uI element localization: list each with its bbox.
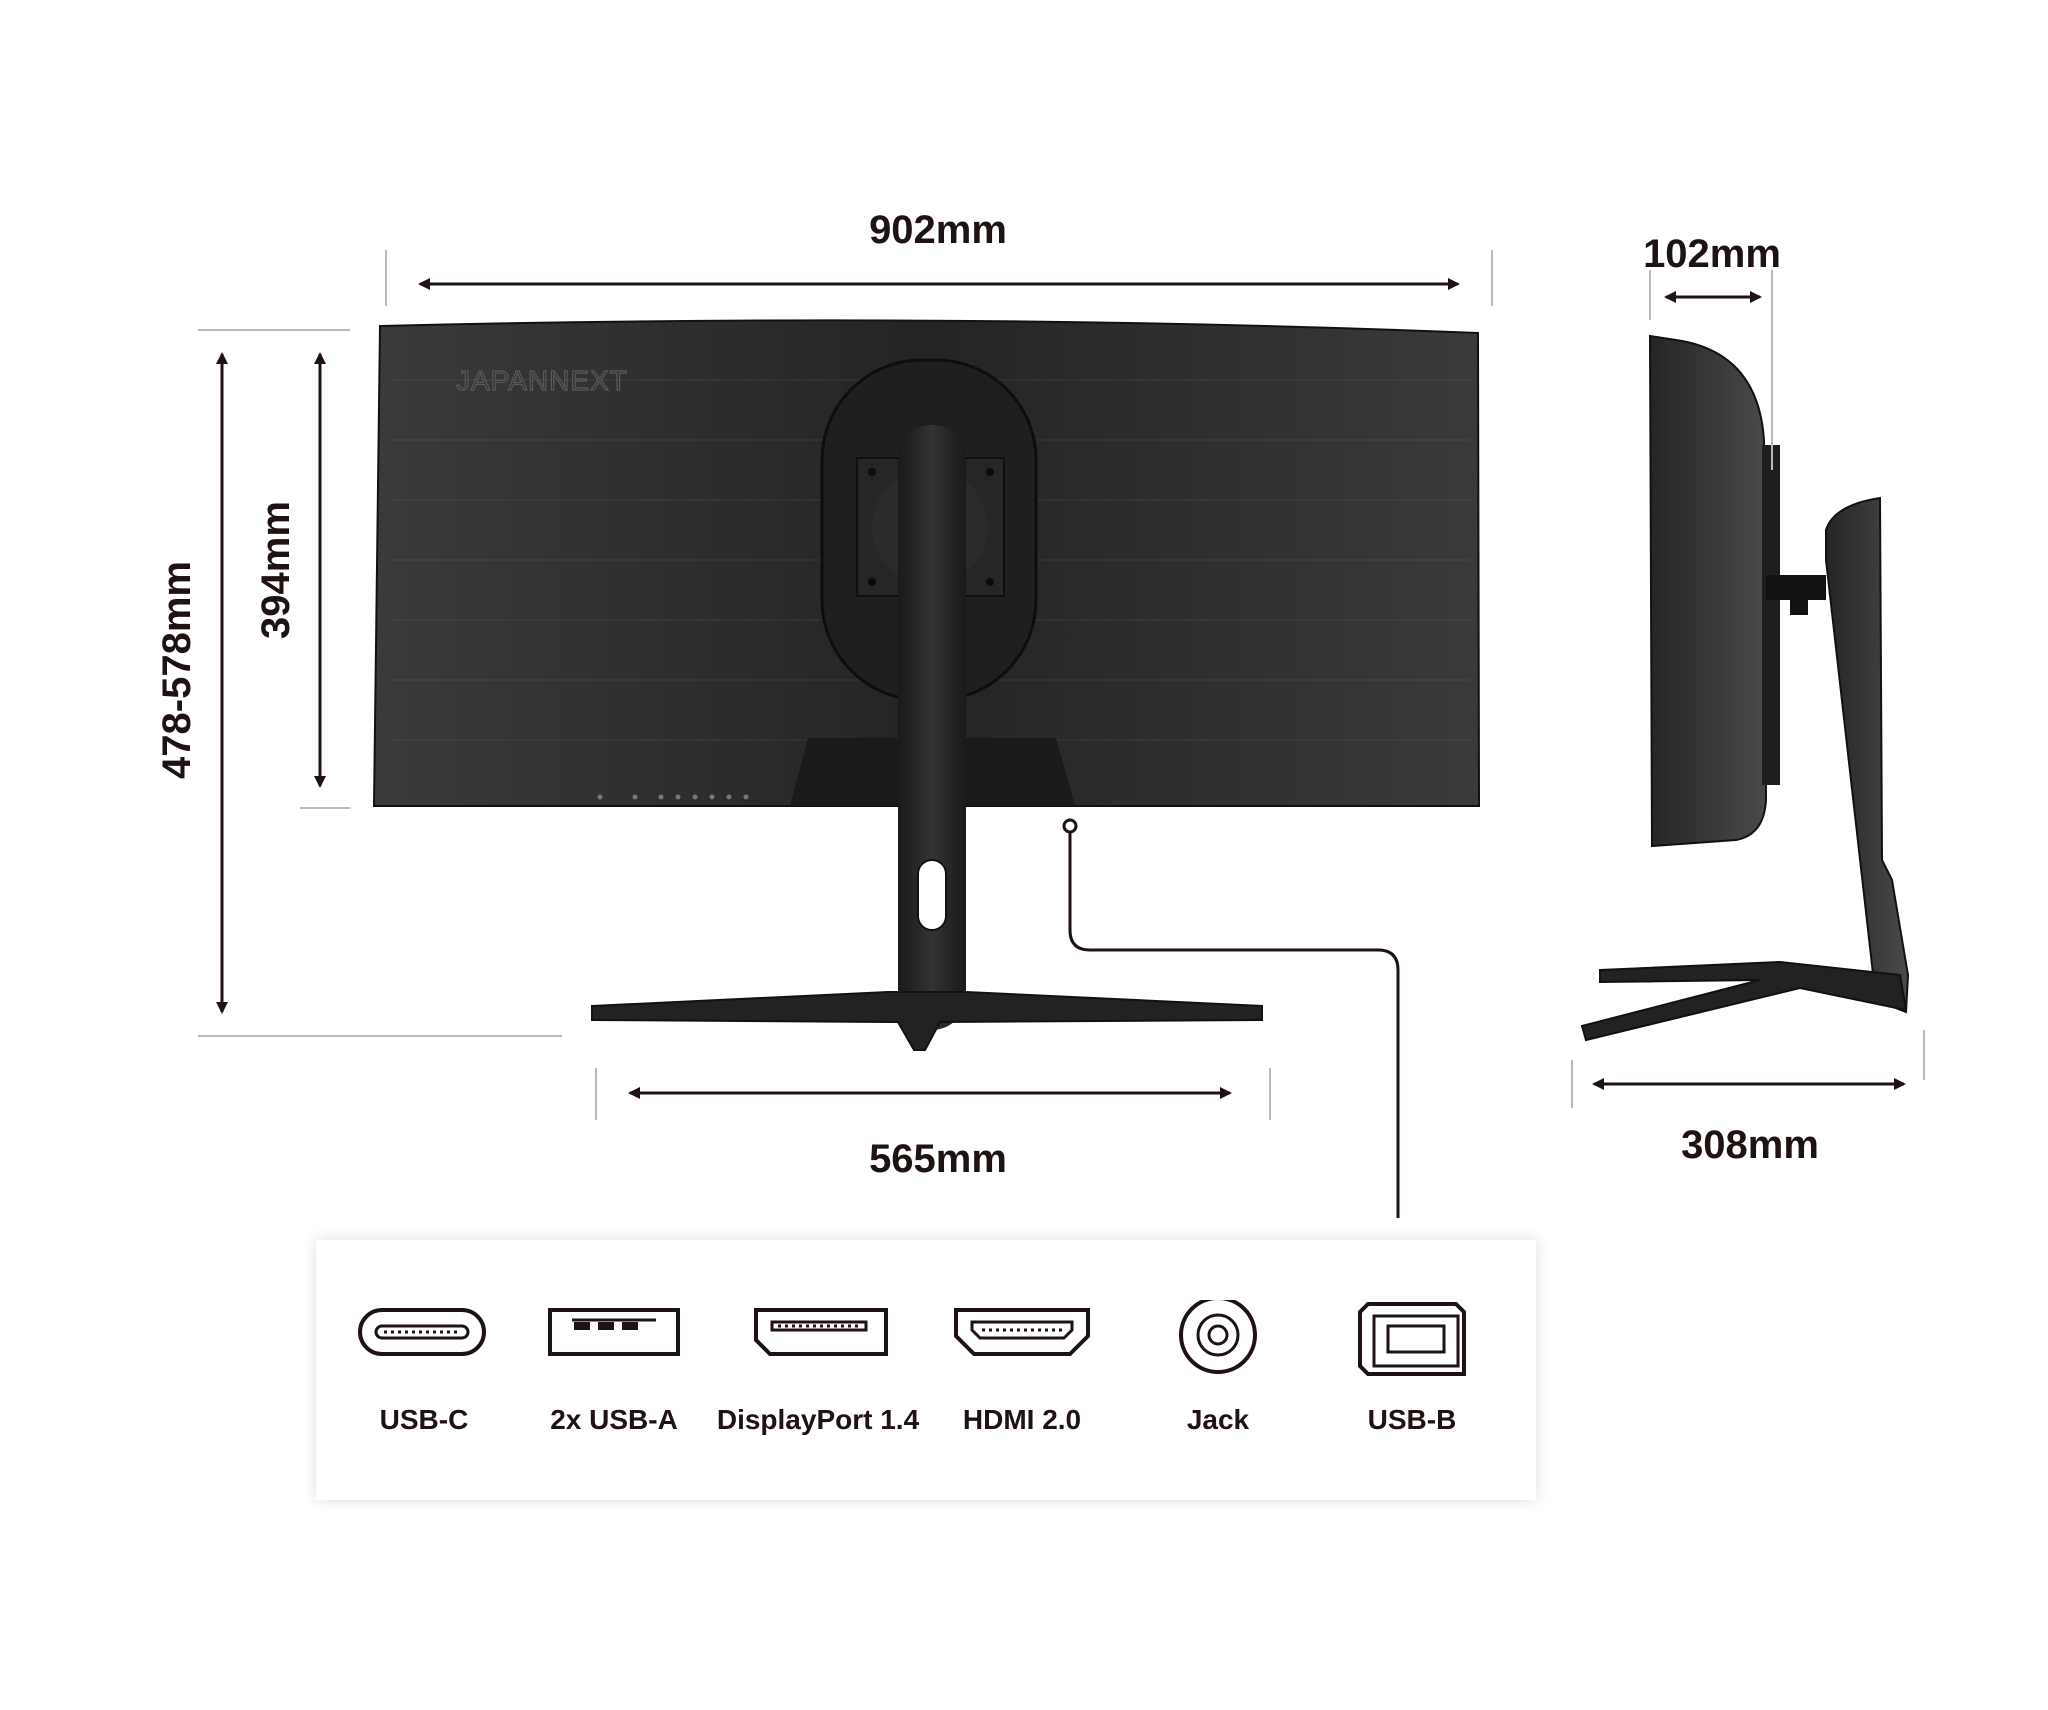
monitor-side-view [1580, 334, 1910, 1042]
port-label-hdmi: HDMI 2.0 [962, 1404, 1082, 1435]
port-usb-a: 2x USB-A [504, 1240, 724, 1500]
width-label: 902mm [869, 208, 1007, 252]
port-label-jack: Jack [1186, 1404, 1250, 1435]
side-stand [1825, 496, 1910, 1014]
port-jack: Jack [1108, 1240, 1328, 1500]
ports-panel: USB-C 2x USB-A DisplayPort 1.4 HDMI 2.0 [316, 1240, 1536, 1500]
hdmi-icon [954, 1308, 1090, 1356]
panel-height-label: 394mm [254, 501, 298, 639]
port-hdmi: HDMI 2.0 [912, 1240, 1132, 1500]
panel-depth-label: 102mm [1643, 232, 1781, 276]
port-callout-line [1062, 818, 1400, 1218]
port-displayport: DisplayPort 1.4 [708, 1240, 928, 1500]
dimension-arrows [216, 278, 1906, 1099]
total-height-label: 478-578mm [155, 561, 199, 779]
cable-management-hole [917, 859, 947, 931]
usb-a-icon [548, 1308, 680, 1356]
displayport-icon [754, 1308, 888, 1356]
side-panel [1648, 334, 1768, 848]
port-label-usb-b: USB-B [1367, 1404, 1457, 1435]
monitor-rear-view [372, 319, 1481, 1051]
stand-neck [898, 425, 966, 1030]
usb-b-icon [1358, 1302, 1466, 1376]
side-hinge [1766, 575, 1826, 615]
dimension-guides [198, 250, 1925, 1120]
base-width-label: 565mm [869, 1137, 1007, 1181]
base-depth-label: 308mm [1681, 1123, 1819, 1167]
side-base [1580, 960, 1908, 1042]
port-label-usb-c: USB-C [379, 1404, 469, 1435]
brand-logo: JAPANNEXT [456, 365, 628, 396]
audio-jack-icon [1179, 1300, 1257, 1374]
port-label-displayport: DisplayPort 1.4 [716, 1404, 920, 1435]
port-usb-b: USB-B [1302, 1240, 1522, 1500]
port-usb-c: USB-C [314, 1240, 534, 1500]
stand-base [591, 991, 1263, 1051]
port-label-usb-a: 2x USB-A [550, 1404, 678, 1435]
usb-c-icon [358, 1308, 486, 1356]
